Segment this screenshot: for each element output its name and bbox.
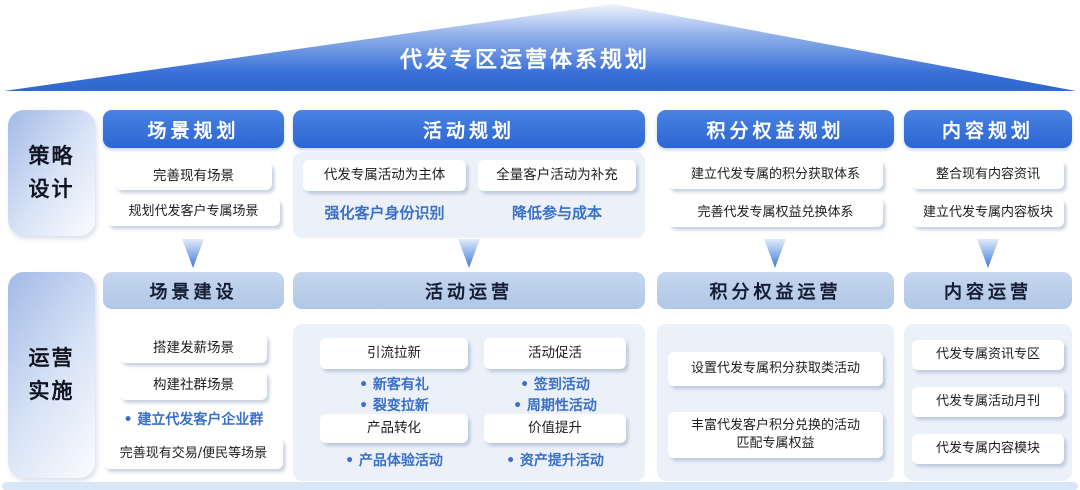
- card-build-community-scene: 构建社群场景: [120, 371, 267, 400]
- card-enrich-points-redeem-activities: 丰富代发客户积分兑换的活动 匹配专属权益: [668, 412, 883, 458]
- header-scene-planning: 场景规划: [103, 110, 284, 148]
- card-activity-activation: 活动促活: [484, 338, 626, 369]
- header-content-planning: 内容规划: [904, 110, 1072, 148]
- row-label-operation-implementation: 运营 实施: [8, 272, 95, 478]
- card-build-points-earning-system: 建立代发专属的积分获取体系: [668, 160, 883, 189]
- bullet-checkin-activity: • 签到活动: [520, 377, 590, 393]
- bullet-product-experience-activity: • 产品体验活动: [345, 453, 443, 469]
- row-label-strategy-design: 策略 设计: [8, 110, 95, 236]
- bullet-periodic-activity: • 周期性活动: [513, 398, 597, 414]
- card-improve-existing-scenes: 完善现有场景: [115, 162, 272, 190]
- card-plan-exclusive-scenes: 规划代发客户专属场景: [107, 198, 280, 226]
- bullets-activation: • 签到活动 • 周期性活动: [484, 375, 626, 417]
- card-exclusive-info-zone: 代发专属资讯专区: [912, 340, 1064, 370]
- note-lower-participation-cost: 降低参与成本: [511, 204, 602, 222]
- card-traffic-acquisition: 引流拉新: [320, 338, 468, 369]
- header-scene-building: 场景建设: [103, 272, 284, 309]
- card-improve-rights-redeem-system: 完善代发专属权益兑换体系: [668, 198, 883, 227]
- bullet-build-enterprise-group: • 建立代发客户企业群: [123, 412, 264, 428]
- page-title: 代发专区运营体系规划: [399, 48, 650, 73]
- card-value-improvement: 价值提升: [484, 414, 626, 443]
- header-activity-planning: 活动规划: [293, 110, 645, 148]
- card-product-conversion: 产品转化: [320, 414, 468, 443]
- card-set-points-earning-activities: 设置代发专属积分获取类活动: [668, 352, 883, 386]
- card-exclusive-activity-main: 代发专属活动为主体: [303, 160, 466, 191]
- arrow-down-icon: [458, 239, 480, 268]
- note-strengthen-identity: 强化客户身份识别: [324, 204, 445, 222]
- card-integrate-content-info: 整合现有内容资讯: [912, 160, 1064, 189]
- arrow-down-icon: [977, 239, 999, 268]
- header-content-operation: 内容运营: [904, 272, 1072, 309]
- card-exclusive-content-module: 代发专属内容模块: [912, 434, 1064, 464]
- card-all-customer-activity-supplement: 全量客户活动为补充: [478, 160, 636, 191]
- bullet-new-customer-gift: • 新客有礼: [359, 377, 429, 393]
- card-exclusive-activity-monthly: 代发专属活动月刊: [912, 387, 1064, 417]
- bottom-accent-strip: [2, 482, 1078, 490]
- card-build-payroll-scene: 搭建发薪场景: [120, 334, 267, 363]
- card-build-exclusive-content-section: 建立代发专属内容板块: [912, 198, 1064, 227]
- arrow-down-icon: [182, 239, 204, 268]
- header-points-rights-planning: 积分权益规划: [657, 110, 894, 148]
- header-activity-operation: 活动运营: [293, 272, 645, 309]
- bullet-fission-acquisition: • 裂变拉新: [359, 398, 429, 414]
- card-improve-trade-convenience-scenes: 完善现有交易/便民等场景: [104, 438, 283, 469]
- roof-triangle: [4, 4, 1076, 91]
- bullets-acquisition: • 新客有礼 • 裂变拉新: [320, 375, 468, 417]
- header-points-rights-operation: 积分权益运营: [657, 272, 894, 309]
- bullet-asset-improvement-activity: • 资产提升活动: [506, 453, 604, 469]
- arrow-down-icon: [764, 239, 786, 268]
